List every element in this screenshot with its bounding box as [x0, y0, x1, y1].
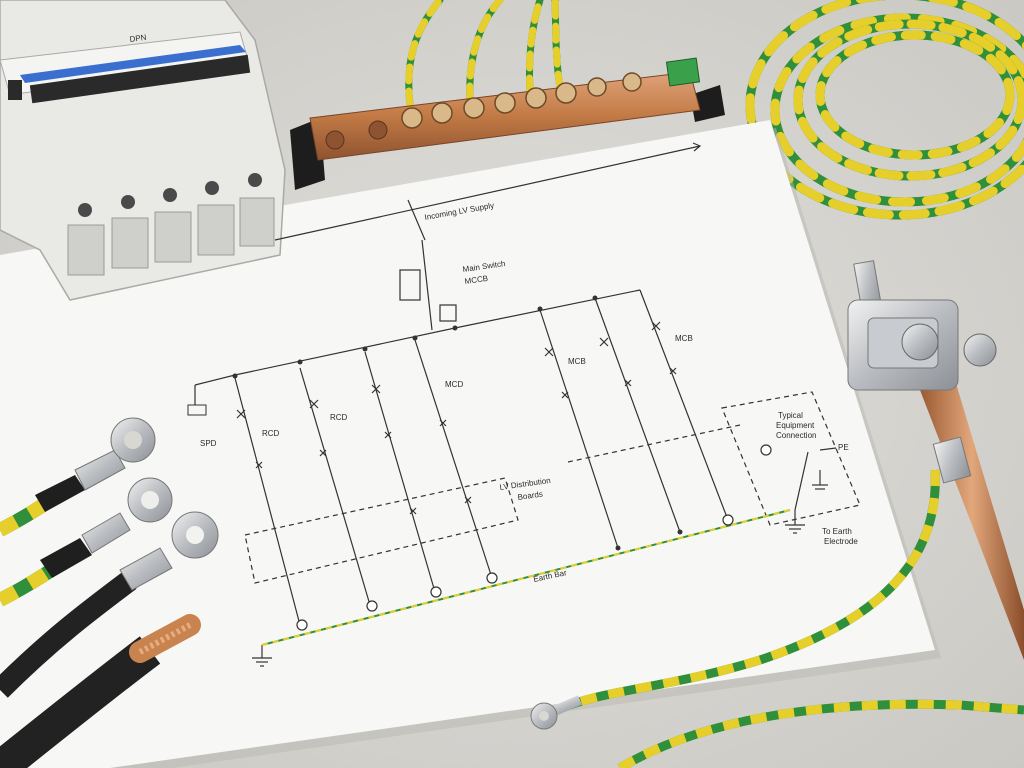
pe-label: PE [838, 443, 849, 452]
schematic-earth-bar [261, 509, 791, 646]
breaker-label: DPN [129, 33, 147, 44]
mccb-label: MCCB [464, 274, 489, 286]
busbar-terminal-screws [401, 72, 642, 129]
busbar-wires [405, 0, 564, 109]
spd-label: SPD [200, 439, 217, 448]
switch-marks [236, 321, 677, 515]
to-earth-label: To Earth [822, 527, 852, 536]
rcd-label-2: RCD [330, 413, 348, 422]
copper-busbar [290, 57, 725, 190]
equipment-label: Equipment [776, 421, 815, 430]
breaker-terminal-holes [78, 173, 262, 217]
spd-symbol [187, 404, 207, 416]
schematic-paper [0, 120, 941, 768]
boards-label: Boards [517, 490, 543, 502]
earth-rod-assembly [530, 260, 1024, 768]
mcb-label-2: MCB [675, 334, 693, 343]
mcb-label-1: MCB [568, 357, 586, 366]
typical-label: Typical [778, 411, 803, 420]
cable-lugs [0, 417, 219, 768]
connection-label: Connection [776, 431, 816, 440]
coiled-earth-cable [745, 0, 1024, 220]
earth-bar-terminals [296, 444, 772, 631]
electrode-label: Electrode [824, 537, 858, 546]
mcd-label: MCD [445, 380, 463, 389]
schematic-nodes [232, 295, 683, 551]
circuit-breaker: DPN [0, 0, 286, 301]
rcd-label-1: RCD [262, 429, 280, 438]
